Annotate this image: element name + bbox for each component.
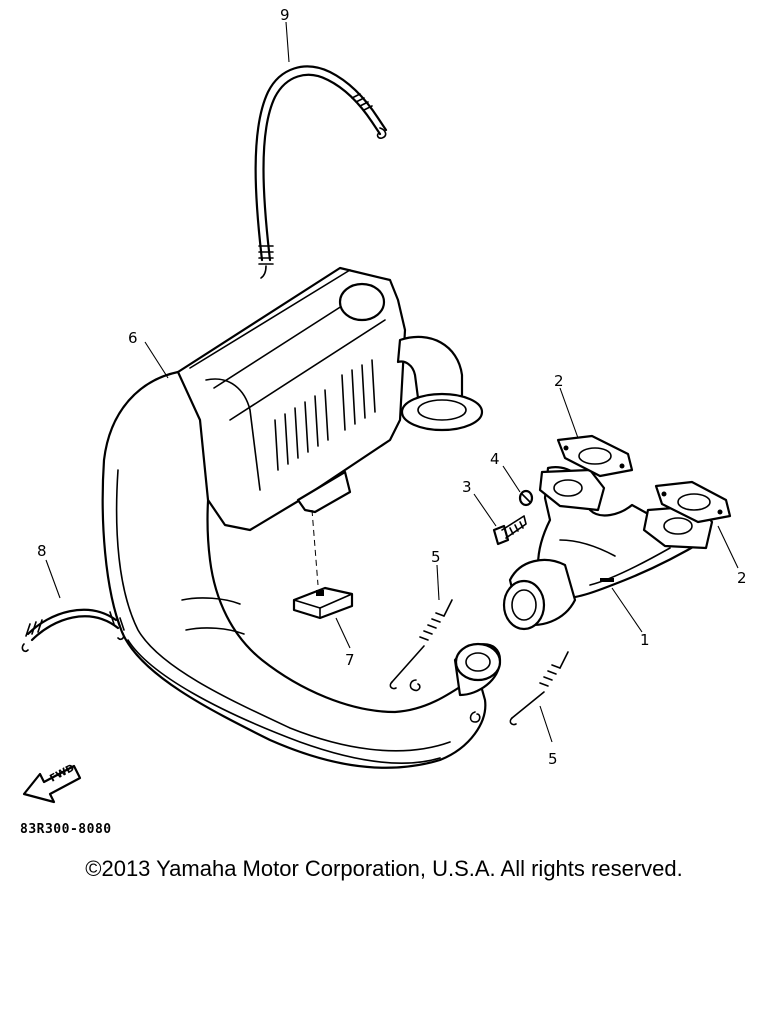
fwd-arrow-icon	[22, 764, 82, 804]
callout-2-upper: 2	[554, 372, 564, 390]
part-5-spring-lower	[509, 651, 569, 726]
part-1-manifold	[502, 466, 714, 631]
part-7-damper	[292, 586, 354, 620]
callout-6: 6	[128, 329, 138, 347]
part-5-spring-upper	[389, 599, 453, 690]
callout-4: 4	[490, 450, 500, 468]
part-6-muffler	[101, 266, 502, 769]
part-9-hose	[254, 65, 388, 279]
part-4-washer	[518, 489, 534, 507]
part-2-gasket-lower	[654, 480, 732, 524]
callout-2-lower: 2	[737, 569, 747, 587]
part-2-gasket-upper	[556, 434, 634, 478]
callout-8: 8	[37, 542, 47, 560]
callout-1: 1	[640, 631, 650, 649]
part-8-hose	[21, 608, 125, 653]
callout-5-lower: 5	[548, 750, 558, 768]
copyright-notice: ©2013 Yamaha Motor Corporation, U.S.A. A…	[85, 856, 683, 881]
part-code: 83R300-8080	[20, 822, 112, 837]
part-3-bolt	[492, 515, 527, 546]
callout-5-upper: 5	[431, 548, 441, 566]
callout-7: 7	[345, 651, 355, 669]
callout-3: 3	[462, 478, 472, 496]
callout-9: 9	[280, 6, 290, 24]
